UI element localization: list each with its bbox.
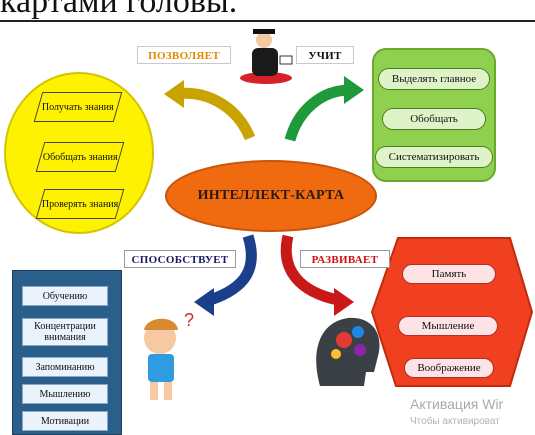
teaches-item: Обобщать — [382, 108, 486, 130]
promotes-item: Запоминанию — [22, 357, 108, 377]
activation-watermark-subtitle: Чтобы активироват — [410, 416, 500, 427]
activation-watermark-title: Активация Wir — [410, 396, 504, 412]
tag-promotes: СПОСОБСТВУЕТ — [124, 250, 236, 268]
arrow-allows — [164, 80, 256, 141]
head-gears-icon — [316, 317, 380, 386]
tag-teaches: УЧИТ — [296, 46, 354, 64]
teaches-item: Выделять главное — [378, 68, 490, 90]
svg-text:?: ? — [184, 310, 194, 330]
arrow-teaches — [284, 76, 364, 142]
promotes-item: Концентрации внимания — [22, 318, 108, 346]
allows-item-label: Получать знания — [42, 101, 114, 113]
teaches-item: Систематизировать — [375, 146, 493, 168]
promotes-item: Мышлению — [22, 384, 108, 404]
develops-item: Воображение — [404, 358, 494, 378]
center-node: ИНТЕЛЛЕКТ-КАРТА — [165, 160, 377, 232]
child-icon: ? — [144, 310, 194, 400]
header-text: картами головы. — [0, 0, 238, 20]
tag-allows: ПОЗВОЛЯЕТ — [137, 46, 231, 64]
allows-item: Получать знания — [33, 92, 123, 122]
teacher-icon — [240, 29, 293, 84]
promotes-item: Мотивации — [22, 411, 108, 431]
develops-item: Память — [402, 264, 496, 284]
tag-develops: РАЗВИВАЕТ — [300, 250, 390, 268]
promotes-item: Обучению — [22, 286, 108, 306]
header-rule — [0, 20, 535, 22]
allows-item: Обобщать знания — [35, 142, 125, 172]
arrow-promotes — [194, 234, 257, 316]
center-label: ИНТЕЛЛЕКТ-КАРТА — [197, 188, 345, 203]
develops-item: Мышление — [398, 316, 498, 336]
allows-item: Проверять знания — [35, 189, 125, 219]
arrow-develops — [280, 234, 354, 316]
allows-item-label: Обобщать знания — [42, 151, 118, 163]
allows-item-label: Проверять знания — [41, 198, 119, 210]
